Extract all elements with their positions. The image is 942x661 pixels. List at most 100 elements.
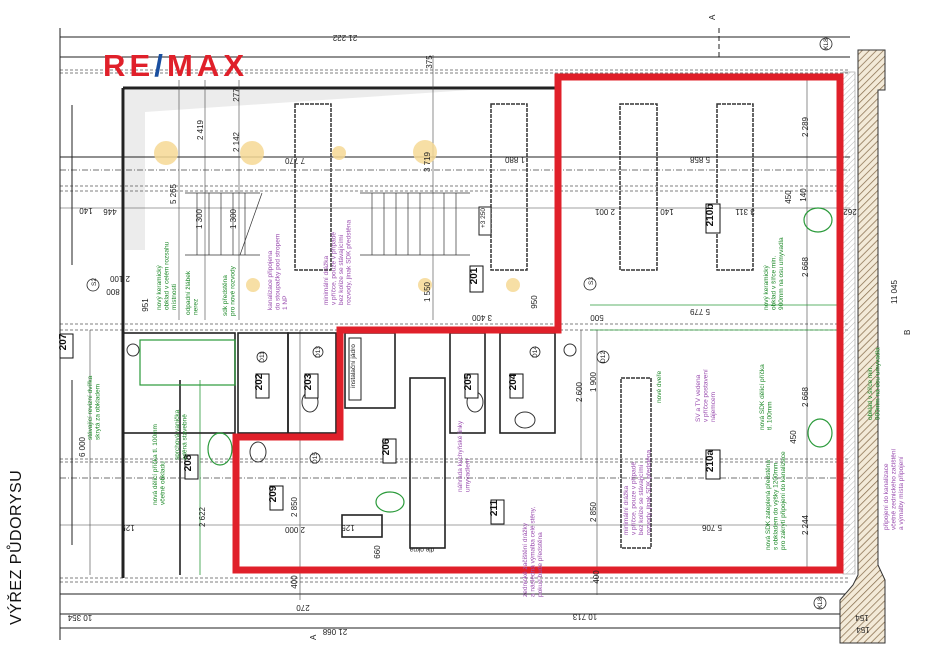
svg-text:400: 400 [592,570,601,584]
annotation-note: zednické začištění drážkya následná výma… [522,507,544,597]
annotation-note: náhrada kuchyňské linkyumyvadlem [457,420,472,492]
annotation-line: v příčce, pouze v případě [331,232,338,305]
svg-text:D14: D14 [532,346,539,358]
room-201: 201 [469,265,484,293]
section-marker-a-bottom: A [309,634,318,640]
svg-text:5 858: 5 858 [689,155,710,164]
annotation-line: nájemcem [710,392,717,422]
svg-text:262: 262 [843,207,857,216]
side-title: VÝŘEZ PŮDORYSU [8,469,25,625]
svg-text:951: 951 [141,298,150,312]
svg-text:450: 450 [789,430,798,444]
annotation-line: s obkladem do výšky 1200mm [773,463,780,550]
svg-text:500: 500 [590,313,604,322]
svg-text:206: 206 [381,438,392,455]
annotation-line: bez kolize se stávajícími [338,235,345,305]
room-209: 209 [268,485,284,511]
svg-text:KL8: KL8 [823,38,830,50]
svg-text:2 244: 2 244 [801,514,810,535]
room-203: 203 [303,373,319,399]
annotation-line: SV a TV vedena [695,374,702,422]
annotation-line: do stoupačky pod stropem [275,234,282,310]
staircase [185,192,470,256]
svg-text:21 222: 21 222 [332,33,357,42]
room-210a: 210a [705,449,721,480]
svg-text:1 900: 1 900 [589,371,598,392]
annotation-line: 1 NP [282,296,289,310]
annotation-note: nový keramickýobklad v celém rozsahumíst… [156,241,178,310]
svg-text:dle okna: dle okna [409,546,434,553]
svg-text:5 779: 5 779 [689,307,710,316]
misc-labels: instalační jádro +3 250 dle okna [348,206,492,553]
room-205: 205 [463,373,479,399]
annotation-line: v příčce postavení [703,369,710,422]
svg-text:D11: D11 [259,351,266,363]
annotation-line: nová dělicí příčka tl. 100mm [152,424,159,505]
svg-text:209: 209 [268,485,279,502]
annotation-line: minimální drážka [323,255,330,305]
annotation-line: a výmalby místa připojení [898,456,905,530]
annotation-line: nový keramický [156,264,163,310]
svg-text:KL8: KL8 [817,597,824,609]
svg-text:800: 800 [106,287,120,296]
svg-text:D12: D12 [600,351,607,363]
annotation-line: nová SDK dělicí příčka [759,364,766,430]
room-202: 202 [254,373,270,399]
annotation-line: včetně zednického začištění [891,449,898,530]
svg-text:2 000: 2 000 [284,525,305,534]
room-207: 207 [58,333,74,359]
svg-text:270: 270 [296,603,310,612]
svg-text:1 300: 1 300 [229,208,238,229]
annotation-line: stávající revizní dvířka [87,375,94,440]
svg-text:7 770: 7 770 [284,156,305,165]
svg-text:2 100: 2 100 [109,274,130,283]
room-210b: 210b [705,203,721,234]
svg-text:210a: 210a [705,449,716,472]
svg-text:21 068: 21 068 [322,627,347,636]
annotation-line: skrytá za obkladem [95,384,102,440]
svg-text:154: 154 [855,613,869,622]
annotation-line: sprchová vanička [174,409,181,460]
svg-text:140: 140 [660,207,674,216]
annotation-note: minimální drážkav příčce, pouze v případ… [323,219,353,305]
annotation-line: nerez [193,299,200,315]
annotation-line: místnosti [171,284,178,310]
annotation-note: stávající revizní dvířkaskrytá za obklad… [87,375,102,440]
svg-text:140: 140 [799,188,808,202]
svg-text:1 550: 1 550 [423,281,432,302]
svg-text:450: 450 [784,190,793,204]
wall-insulation [842,71,856,575]
svg-text:207: 207 [58,333,69,350]
svg-text:B: B [903,330,912,335]
svg-text:660: 660 [373,545,382,559]
svg-text:5 265: 5 265 [169,183,178,204]
annotation-line: pokud bude předstěna [537,532,544,597]
svg-text:3 400: 3 400 [471,313,492,322]
svg-text:5 706: 5 706 [701,523,722,532]
svg-text:11 045: 11 045 [890,280,899,304]
annotation-note: sprchová vaničkazděná stavebně [174,409,189,460]
annotation-note: nový keramickýobklad v šířce min.900mm n… [763,237,785,310]
grid-lines [59,28,850,640]
annotation-line: zděná stavebně [182,414,189,460]
svg-text:375: 375 [425,55,434,69]
annotation-note: nová SDK dělicí příčkatl. 100mm [759,364,774,430]
annotation-note: připojení do kanalizacevčetně zednického… [883,449,905,530]
annotation-note: sdk předstěnapro nové rozvody [222,265,237,316]
section-marker-b: B [903,330,912,335]
svg-text:2 622: 2 622 [198,506,207,527]
door-tags [86,37,833,610]
room-204: 204 [508,373,524,399]
dimension-labels: 21 222 21 068 10 354 10 713 11 045 375 2… [67,33,899,636]
highlighted-area-outline [232,73,844,574]
svg-text:D15: D15 [312,452,319,464]
svg-text:10 354: 10 354 [67,613,92,622]
annotation-note: obklad v šířce min.900mm na osu umyvadla [867,347,882,420]
svg-text:A: A [309,634,318,640]
annotation-note: kanalizace připojenado stoupačky pod str… [267,234,289,310]
svg-text:201: 201 [469,267,480,284]
svg-text:2 668: 2 668 [801,386,810,407]
annotation-line: pro nové rozvody [230,265,237,316]
svg-text:400: 400 [290,575,299,589]
